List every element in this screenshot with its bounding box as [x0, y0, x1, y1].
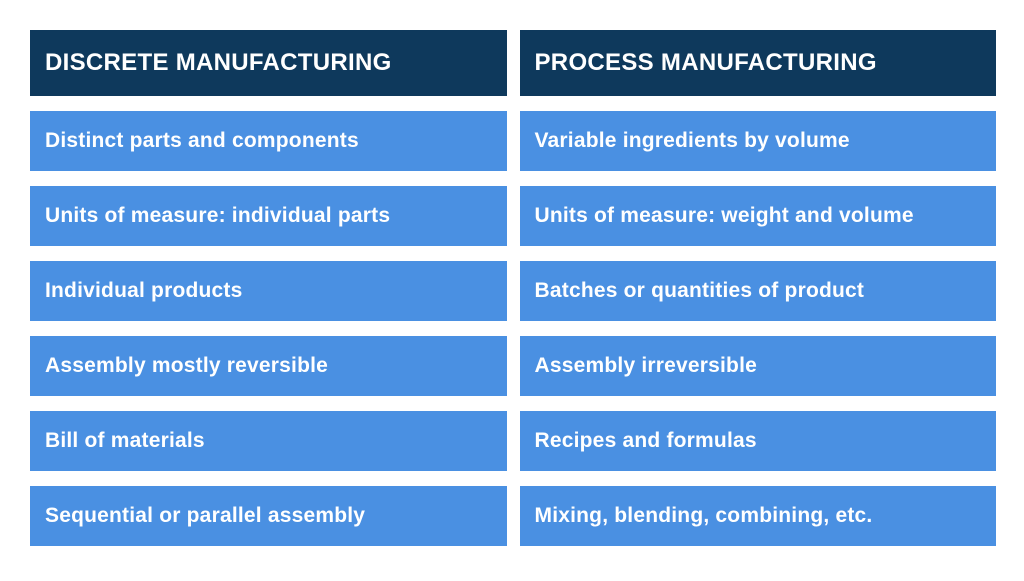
- table-row: Recipes and formulas: [519, 411, 996, 471]
- table-row: Units of measure: individual parts: [30, 186, 507, 246]
- table-row: Mixing, blending, combining, etc.: [519, 486, 996, 546]
- table-row: Bill of materials: [30, 411, 507, 471]
- column-process-manufacturing: PROCESS MANUFACTURING Variable ingredien…: [519, 30, 996, 546]
- column-header-process: PROCESS MANUFACTURING: [519, 30, 996, 96]
- comparison-table: DISCRETE MANUFACTURING Distinct parts an…: [30, 30, 996, 546]
- table-row: Variable ingredients by volume: [519, 111, 996, 171]
- table-row: Distinct parts and components: [30, 111, 507, 171]
- table-row: Batches or quantities of product: [519, 261, 996, 321]
- column-header-discrete: DISCRETE MANUFACTURING: [30, 30, 507, 96]
- table-row: Assembly mostly reversible: [30, 336, 507, 396]
- column-discrete-manufacturing: DISCRETE MANUFACTURING Distinct parts an…: [30, 30, 507, 546]
- table-row: Assembly irreversible: [519, 336, 996, 396]
- table-row: Sequential or parallel assembly: [30, 486, 507, 546]
- table-row: Units of measure: weight and volume: [519, 186, 996, 246]
- table-row: Individual products: [30, 261, 507, 321]
